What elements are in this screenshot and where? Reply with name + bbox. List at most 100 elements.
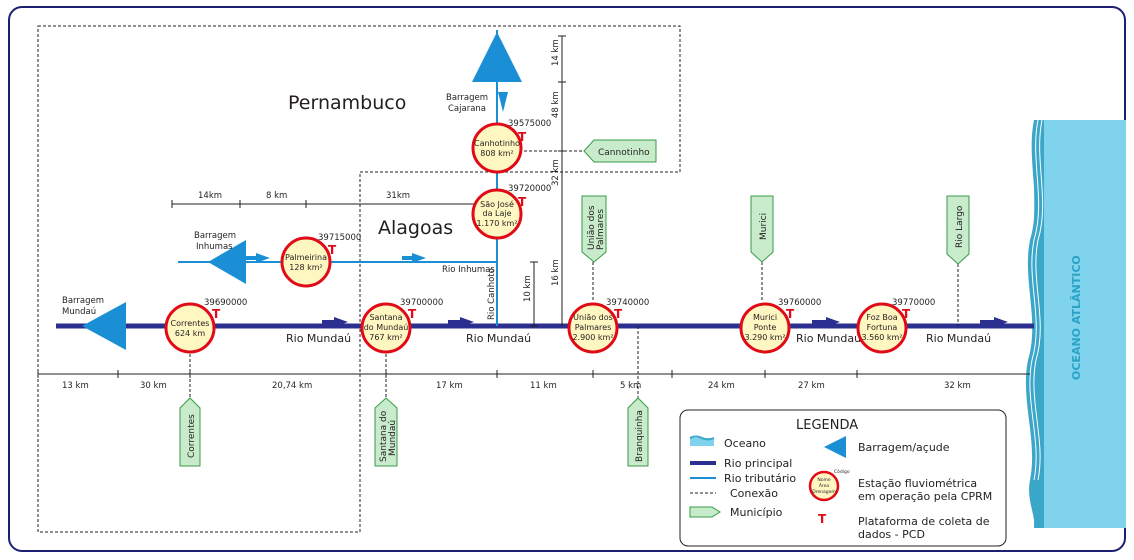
station-sao-jose-name-2: da Laje (482, 209, 511, 218)
legend-dam-icon (824, 436, 846, 458)
distance-scales (37, 35, 1030, 378)
flow-arrows (246, 92, 1008, 327)
dist-bottom-1: 30 km (140, 381, 167, 391)
municipio-branquinha-label: Branquinha (635, 410, 645, 462)
legend-ocean-swatch (690, 438, 714, 446)
river-label-4: Rio Mundaú (926, 332, 991, 345)
ocean-area (1025, 119, 1126, 528)
station-uniao-area: 2.900 km² (572, 333, 613, 342)
dam-mundau-label-2: Mundaú (62, 307, 96, 317)
dist-top-0: 14km (198, 191, 222, 201)
station-canhotinho-area: 808 km² (480, 149, 513, 158)
dam-cajarana-label-1: Barragem (446, 93, 488, 103)
river-canhoto-label: Rio Canhoto (487, 268, 497, 320)
dist-bottom-6: 24 km (708, 381, 735, 391)
legend-oceano: Oceano (724, 437, 766, 450)
municipio-santana: Santana do Mundaú (374, 397, 398, 467)
station-foz-code: 39770000 (892, 298, 935, 308)
dam-mundau-icon (82, 302, 126, 350)
station-murici: Murici Ponte 3.290 km² 39760000 T (739, 298, 821, 354)
dist-top-1: 8 km (266, 191, 287, 201)
ocean-label: OCEANO ATLÂNTICO (1070, 255, 1083, 380)
pcd-icon: T (328, 243, 337, 257)
station-santana-code: 39700000 (400, 298, 443, 308)
pcd-icon: T (614, 307, 623, 321)
legend-station-area: Área (819, 482, 830, 489)
station-sao-jose-code: 39720000 (508, 184, 551, 194)
station-canhotinho-name: Canhotinho (474, 139, 520, 148)
station-palmeirina: Palmeirina 128 km² 39715000 T (280, 233, 361, 288)
region-pernambuco: Pernambuco (288, 92, 406, 114)
dam-mundau-label-1: Barragem (62, 296, 104, 306)
dist-bottom-2: 20,74 km (272, 381, 312, 391)
dist-bottom-5: 5 km (620, 381, 641, 391)
river-inhumas-label: Rio Inhumas (442, 265, 495, 275)
municipio-uniao-label-1: União dos (587, 205, 597, 250)
legend: LEGENDA Oceano Rio principal Rio tributá… (679, 409, 1007, 547)
municipio-rio-largo-label: Rio Largo (955, 205, 965, 248)
municipio-cannotinho-label: Cannotinho (598, 148, 650, 158)
station-canhotinho-code: 39575000 (508, 119, 551, 129)
legend-pcd-icon: T (818, 512, 827, 526)
station-murici-name-1: Murici (753, 313, 777, 322)
dist-vertical-3: 16 km (551, 259, 561, 286)
river-label-1: Rio Mundaú (286, 332, 351, 345)
dist-bottom-4: 11 km (530, 381, 557, 391)
river-label-3: Rio Mundaú (796, 332, 861, 345)
pcd-icon: T (902, 307, 911, 321)
legend-estacao-2: em operação pela CPRM (858, 490, 992, 503)
dam-cajarana-icon (472, 32, 522, 82)
dam-inhumas-label-2: Inhumas (196, 242, 233, 252)
legend-rio-tributario: Rio tributário (724, 472, 796, 485)
legend-station-drenagem: Drenagem (812, 489, 836, 495)
dam-cajarana-label-2: Cajarana (448, 104, 486, 114)
municipio-rio-largo: Rio Largo (946, 195, 970, 265)
station-sao-jose-name-1: São José (480, 199, 514, 209)
legend-station-code: Código (834, 468, 850, 475)
legend-plataforma-1: Plataforma de coleta de (858, 515, 990, 528)
station-murici-code: 39760000 (778, 298, 821, 308)
station-uniao-name-1: União dos (573, 313, 613, 322)
pcd-icon: T (518, 195, 527, 209)
pcd-icon: T (786, 307, 795, 321)
station-santana-name-1: Santana (369, 313, 402, 322)
station-foz-name-2: Fortuna (867, 323, 898, 332)
station-foz-name-1: Foz Boa (866, 313, 897, 322)
station-uniao-code: 39740000 (606, 298, 649, 308)
station-santana-name-2: do Mundaú (364, 323, 409, 332)
region-alagoas: Alagoas (378, 217, 453, 239)
legend-title: LEGENDA (796, 418, 858, 433)
station-palmeirina-area: 128 km² (289, 263, 322, 272)
municipio-murici-label: Murici (759, 213, 769, 240)
dam-inhumas-label-1: Barragem (194, 231, 236, 241)
station-palmeirina-code: 39715000 (318, 233, 361, 243)
pcd-icon: T (212, 307, 221, 321)
legend-station-icon (808, 470, 840, 502)
pcd-icon: T (518, 130, 527, 144)
legend-estacao-1: Estação fluviométrica (858, 477, 977, 490)
pcd-icon: T (408, 307, 417, 321)
dist-vertical-0: 14 km (551, 39, 561, 66)
municipio-murici: Murici (750, 195, 774, 263)
legend-barragem: Barragem/açude (858, 441, 950, 454)
dist-bottom-0: 13 km (62, 381, 89, 391)
station-correntes-name: Correntes (171, 319, 210, 328)
legend-municipio: Município (730, 506, 783, 519)
station-sao-jose: São José da Laje 1.170 km² 39720000 T (471, 184, 551, 240)
dist-vertical-4: 10 km (523, 275, 533, 302)
dist-top-2: 31km (386, 191, 410, 201)
municipio-branquinha: Branquinha (627, 397, 649, 467)
river-label-2: Rio Mundaú (466, 332, 531, 345)
dam-inhumas-icon (208, 240, 246, 284)
municipio-santana-label-1: Santana do (379, 410, 389, 462)
dist-vertical-1: 48 km (551, 91, 561, 118)
dist-bottom-3: 17 km (436, 381, 463, 391)
legend-municipio-swatch (689, 506, 721, 518)
station-correntes-code: 39690000 (204, 298, 247, 308)
municipio-correntes: Correntes (179, 397, 201, 467)
legend-station-name: Nome (817, 477, 831, 483)
dist-bottom-7: 27 km (798, 381, 825, 391)
station-palmeirina-name: Palmeirina (285, 253, 327, 262)
dist-bottom-8: 32 km (944, 381, 971, 391)
